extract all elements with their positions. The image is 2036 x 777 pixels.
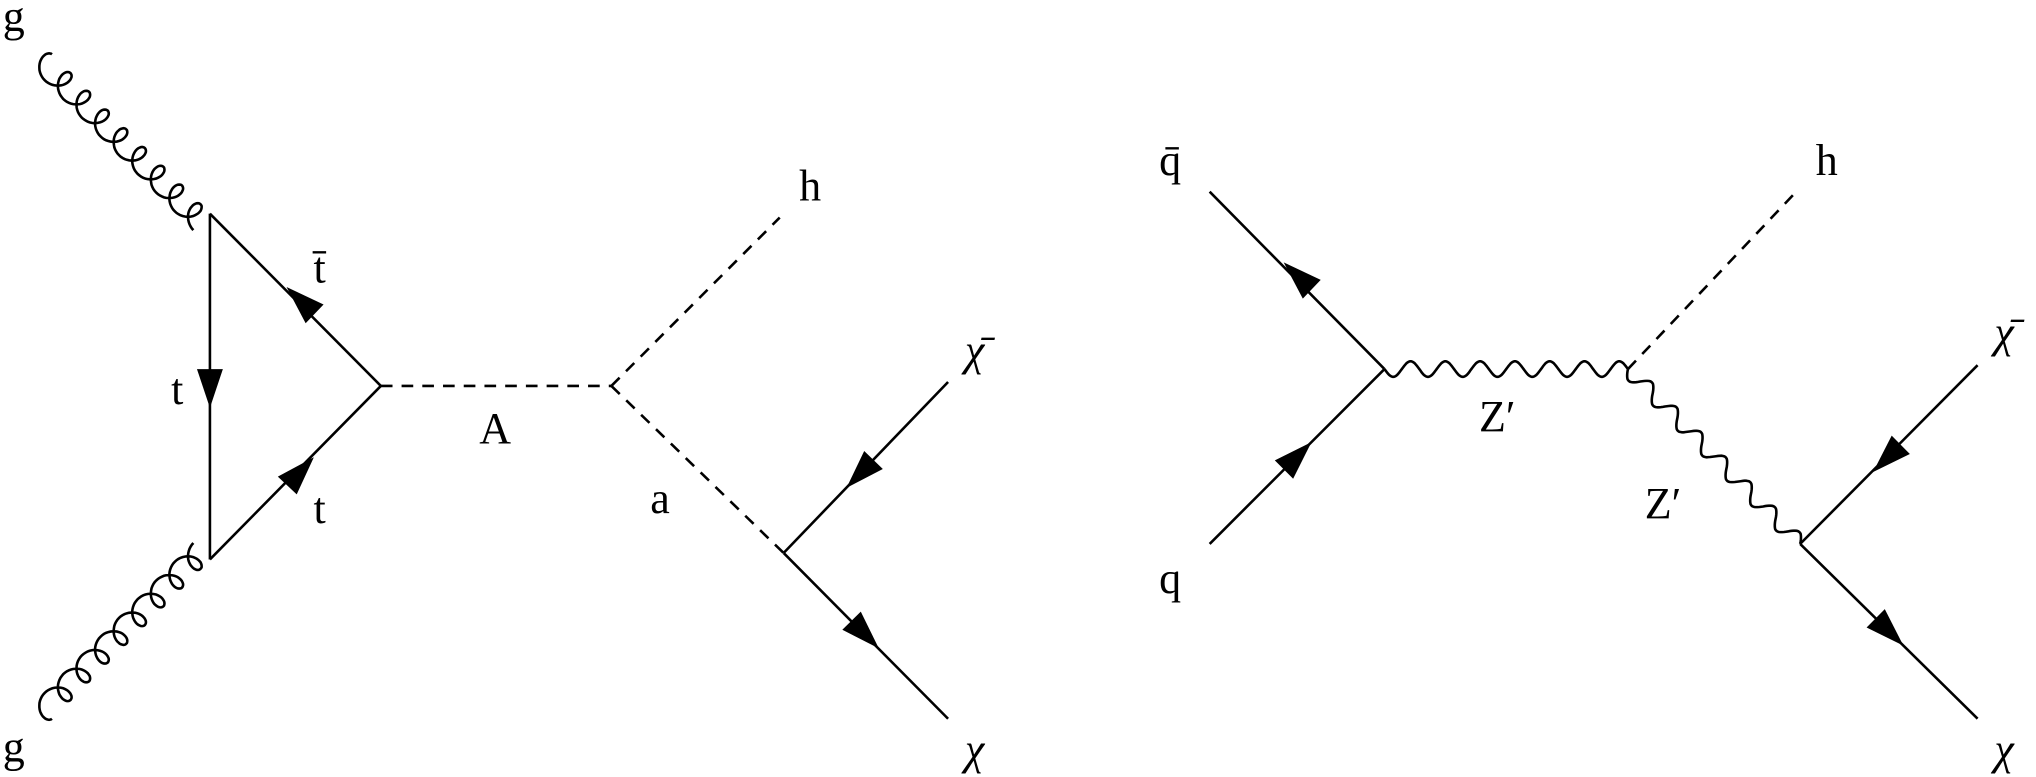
label-chi: χ (1990, 725, 2015, 774)
label-chibar: χ̄ (961, 326, 995, 375)
label-chibar: χ̄ (1990, 308, 2024, 357)
higgs-line (1627, 190, 1798, 370)
label-zprime-1: Z′ (1479, 392, 1516, 441)
label-g-top: g (3, 0, 25, 41)
zprime-decay-line (1625, 368, 1803, 545)
a-propagator (610, 384, 785, 554)
arrow-icon (846, 451, 883, 488)
arrow-icon (286, 287, 324, 324)
label-t-bottom: t (314, 484, 326, 533)
arrow-icon (1866, 609, 1904, 646)
gluon-bottom (38, 542, 203, 722)
label-zprime-2: Z′ (1645, 479, 1682, 528)
arrow-icon (842, 611, 879, 649)
label-t-left: t (171, 365, 183, 414)
label-A: A (479, 404, 511, 453)
zprime-propagator (1383, 360, 1629, 379)
label-a: a (650, 474, 670, 523)
label-qbar: q̄ (1159, 136, 1181, 185)
higgs-line (610, 216, 781, 387)
arrow-icon (196, 369, 223, 408)
label-q: q (1159, 554, 1181, 603)
label-tbar: t̄ (312, 243, 326, 292)
label-chi: χ (961, 725, 986, 774)
arrow-icon (1873, 435, 1910, 473)
fermion-arrows-left (196, 287, 883, 649)
label-g-bottom: g (3, 722, 25, 771)
arrow-icon (1274, 442, 1312, 479)
right-diagram: q̄ q Z′ Z′ h χ̄ χ (1159, 136, 2025, 774)
arrow-icon (277, 457, 314, 495)
fermion-arrows-right (1274, 262, 1910, 646)
label-h: h (1816, 136, 1838, 185)
left-diagram: g g t̄ t t A h a χ̄ χ (3, 0, 996, 774)
gluon-top (38, 52, 203, 231)
arrow-icon (1283, 262, 1321, 299)
label-h: h (799, 162, 821, 211)
